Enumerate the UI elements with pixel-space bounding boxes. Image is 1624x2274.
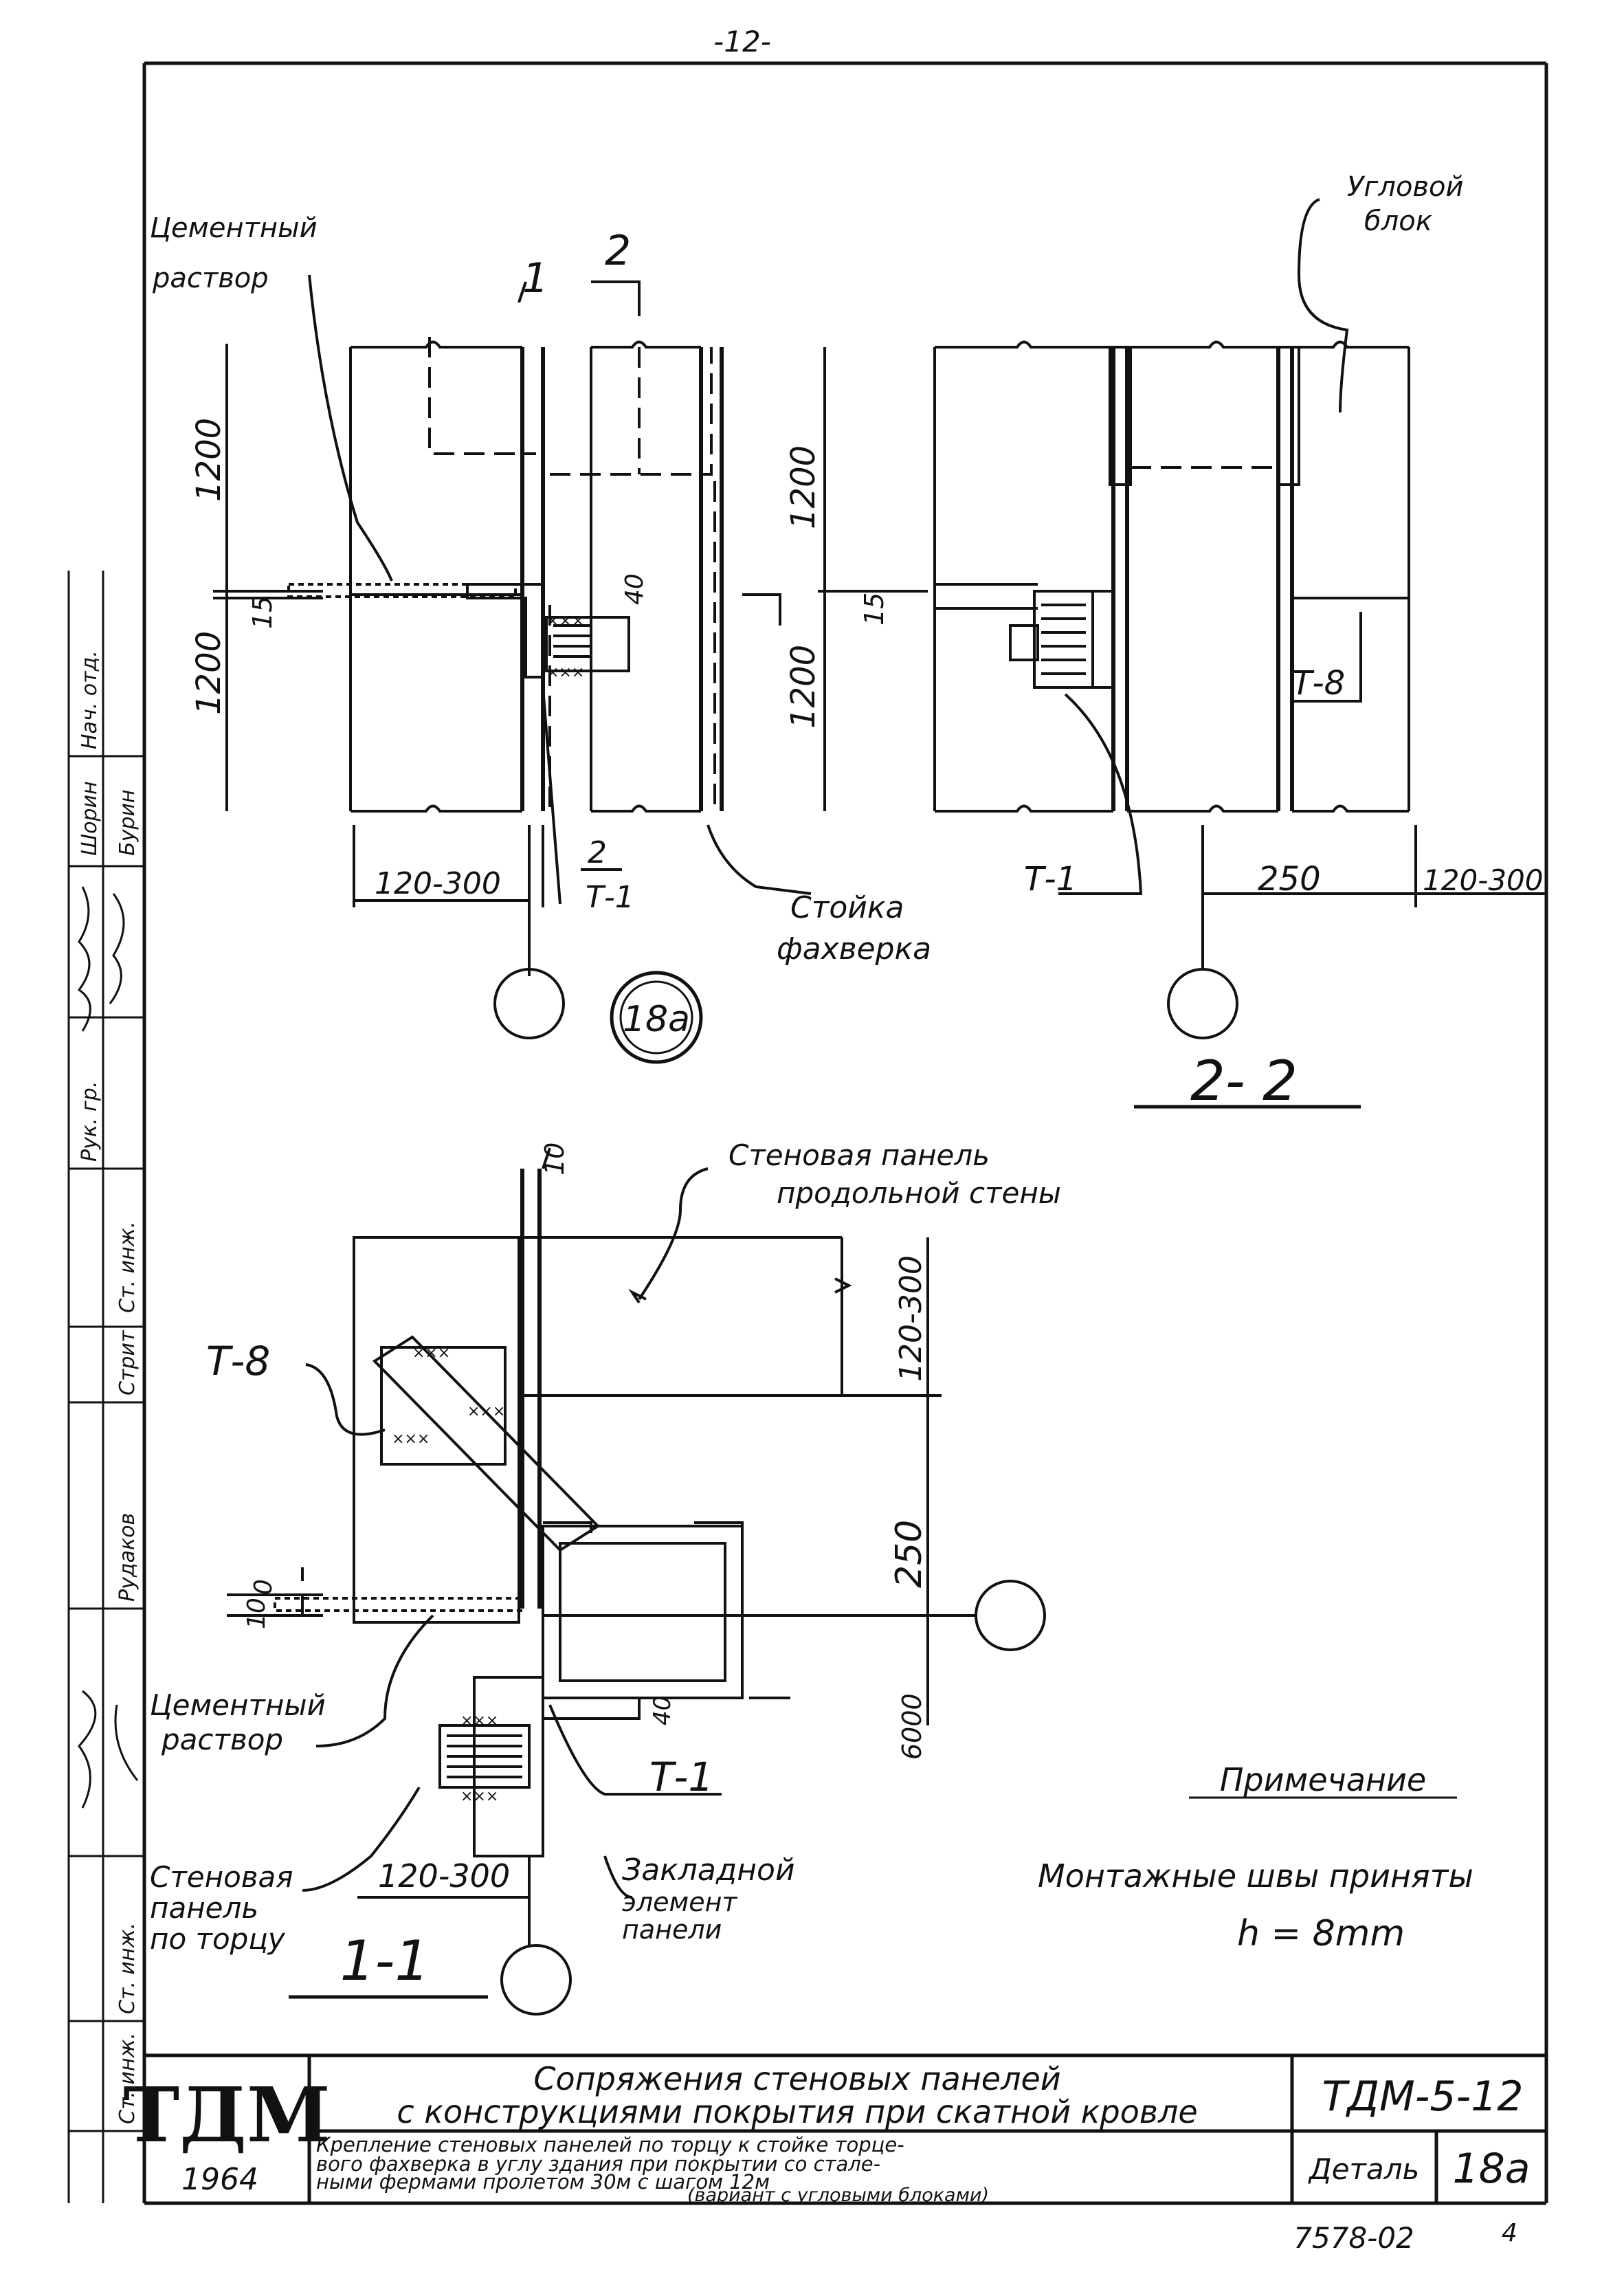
- label-cement-mortar-top: Цементный: [150, 212, 318, 244]
- detail-value: 18а: [1452, 2145, 1530, 2193]
- stamp-label: Нач. отд.: [78, 650, 102, 749]
- title-line-1: Сопряжения стеновых панелей: [533, 2060, 1060, 2097]
- dim-6000: 6000: [897, 1693, 927, 1760]
- title-block-text: ТДМ 1964 Сопряжения стеновых панелей с к…: [123, 2060, 1530, 2206]
- svg-text:×××: ×××: [460, 1712, 498, 1730]
- label-T8-1-1: Т-8: [206, 1338, 270, 1384]
- stamp-label: Ст. инж.: [115, 1222, 140, 1313]
- label-wall-panel-end-2: панель: [150, 1891, 258, 1925]
- dim-250-vertical: 250: [889, 1520, 930, 1588]
- dim-120-300-vertical: 120-300: [893, 1255, 928, 1382]
- dim-15-right: 15: [859, 593, 889, 626]
- svg-text:×××: ×××: [392, 1431, 430, 1448]
- desc-line-3: ными фермами пролетом 30м с шагом 12м: [316, 2170, 770, 2194]
- stamp-label: Рудаков: [115, 1513, 140, 1602]
- title-block-lines: [144, 2053, 1546, 2203]
- dim-1200-bottom-left: 1200: [190, 631, 228, 715]
- title-line-2: с конструкциями покрытия при скатной кро…: [397, 2093, 1197, 2130]
- note-title: Примечание: [1220, 1761, 1426, 1798]
- dim-0-left: 0: [249, 1579, 278, 1595]
- desc-line-1: Крепление стеновых панелей по торцу к ст…: [316, 2133, 904, 2156]
- label-corner-block-2: блок: [1364, 206, 1432, 237]
- label-wall-panel-long-2: продольной стены: [777, 1176, 1061, 1210]
- dim-1200-bottom-mid: 1200: [784, 645, 823, 729]
- view-title-1-1: 1-1: [340, 1929, 430, 1993]
- svg-text:×××: ×××: [546, 664, 584, 681]
- side-stamp-labels: Нач. отд. Шорин Бурин Рук. гр. Ст. инж. …: [78, 650, 140, 2124]
- note-line-2: h = 8mm: [1237, 1913, 1405, 1954]
- svg-text:×××: ×××: [546, 612, 584, 630]
- label-T1-right: Т-1: [1024, 860, 1077, 898]
- view-2-2-linework: [213, 198, 1546, 1109]
- footer-code: 7578-02: [1293, 2221, 1414, 2255]
- label-wall-panel-long: Стеновая панель: [728, 1138, 990, 1172]
- label-T8: Т-8: [1292, 664, 1345, 703]
- note-block: Примечание Монтажные швы приняты h = 8mm: [1038, 1761, 1473, 1954]
- ref-T1: Т-1: [586, 880, 634, 915]
- year: 1964: [181, 2162, 258, 2197]
- label-embedded-2: элемент: [622, 1887, 738, 1917]
- logo: ТДМ: [123, 2071, 330, 2159]
- svg-text:×××: ×××: [412, 1345, 450, 1362]
- section-mark-2: 2: [605, 227, 631, 275]
- view-title-2-2: 2- 2: [1190, 1049, 1298, 1113]
- view-1-1-linework: [227, 1147, 1457, 2016]
- page-number: -12-: [713, 25, 771, 58]
- label-embedded-3: панели: [622, 1914, 722, 1945]
- svg-text:×××: ×××: [460, 1788, 498, 1805]
- section-mark-1: 1: [522, 254, 548, 302]
- ref-2: 2: [588, 835, 607, 870]
- sheet-frame: [142, 61, 1548, 2205]
- stamp-label: Рук. гр.: [78, 1081, 102, 1162]
- label-wall-panel-end-3: по торцу: [150, 1922, 286, 1956]
- detail-label: Деталь: [1308, 2152, 1419, 2186]
- weld-marks: ××× ××× ××× ××× ××× ××× ×××: [392, 612, 584, 1805]
- label-wall-panel-end: Стеновая: [150, 1860, 293, 1894]
- dim-1200-top-mid: 1200: [784, 445, 823, 529]
- label-embedded: Закладной: [622, 1853, 795, 1888]
- label-post: Стойка: [790, 890, 904, 925]
- dim-40-1-1: 40: [649, 1696, 676, 1725]
- dim-120-300-right: 120-300: [1423, 863, 1544, 897]
- footer-sheet: 4: [1502, 2219, 1517, 2247]
- stamp-label: Ст. инж.: [115, 2033, 140, 2124]
- series-code: ТДМ-5-12: [1322, 2073, 1523, 2121]
- dim-120-300-1-1: 120-300: [378, 1857, 510, 1895]
- label-T1-1-1: Т-1: [649, 1754, 713, 1800]
- label-cement-mortar-1-1: Цементный: [150, 1688, 326, 1722]
- stamp-label: Ст. инж.: [115, 1923, 140, 2014]
- stamp-label: Шорин: [78, 781, 102, 856]
- label-cement-mortar-1-1-2: раствор: [161, 1723, 283, 1756]
- dim-10-left: 10: [243, 1598, 271, 1629]
- stamp-label: Бурин: [115, 790, 140, 857]
- stamp-label: Стрит: [115, 1329, 140, 1395]
- view-2-2-labels: Цементный раствор Угловой блок 1 2 1200 …: [150, 171, 1544, 1113]
- detail-badge: 18а: [623, 999, 690, 1040]
- dim-15-left: 15: [247, 596, 278, 629]
- dim-1200-top-left: 1200: [190, 418, 228, 502]
- label-post-2: фахверка: [777, 931, 931, 967]
- label-corner-block: Угловой: [1347, 171, 1463, 203]
- dim-10-top: 10: [540, 1142, 570, 1175]
- desc-line-2: вого фахверка в углу здания при покрытии…: [316, 2152, 880, 2176]
- signature-marks: [77, 886, 139, 1809]
- view-1-1-labels: Стеновая панель продольной стены 120-300…: [150, 1138, 1061, 1993]
- label-cement-mortar-top-2: раствор: [152, 263, 269, 294]
- desc-line-4: (вариант с угловыми блоками): [687, 2185, 989, 2206]
- dim-120-300-left: 120-300: [375, 866, 501, 901]
- side-stamp: [67, 571, 144, 2203]
- dim-250: 250: [1258, 860, 1321, 898]
- dim-40: 40: [621, 573, 649, 605]
- svg-text:×××: ×××: [467, 1403, 505, 1420]
- note-line-1: Монтажные швы приняты: [1038, 1857, 1473, 1895]
